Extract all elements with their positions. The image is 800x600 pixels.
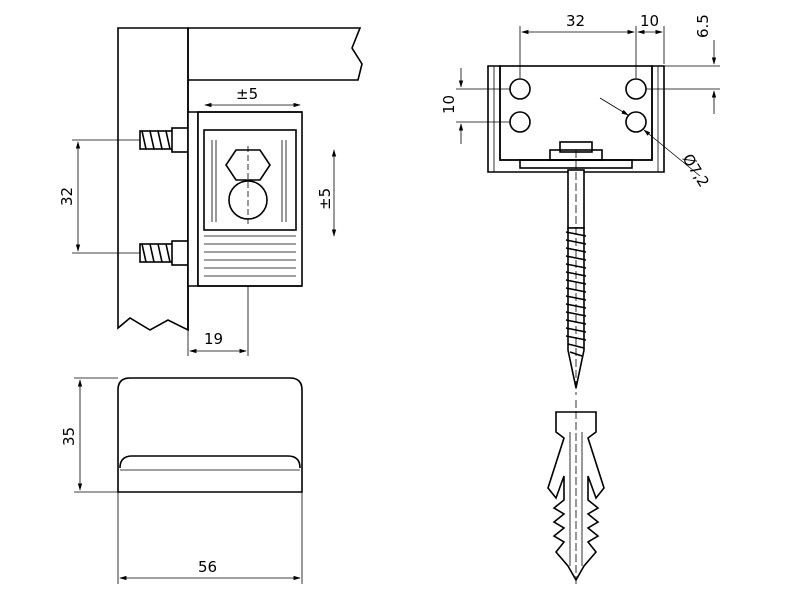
wall-screws xyxy=(139,127,189,266)
dim-hole-pitch: 32 xyxy=(519,12,637,78)
dim-hole-pitch-text: 32 xyxy=(566,12,585,30)
cover-cap xyxy=(117,377,303,493)
dim-vertical-pitch-text: 10 xyxy=(440,95,458,114)
dim-hole-diameter-text: Ø7,2 xyxy=(679,151,713,191)
dim-depth: 19 xyxy=(187,286,249,356)
dim-screw-pitch-text: 32 xyxy=(58,187,76,206)
hanger-body-section xyxy=(187,111,303,287)
long-screw xyxy=(565,150,587,395)
dim-edge-offset: 10 xyxy=(637,12,665,64)
screw-upper xyxy=(139,127,189,153)
dim-adjust-v-text: ±5 xyxy=(316,188,334,210)
screw-lower xyxy=(139,240,189,266)
dim-adjust-vertical: ±5 xyxy=(316,149,337,237)
dim-depth-text: 19 xyxy=(204,330,223,348)
dim-top-offset: 6.5 xyxy=(646,14,720,114)
dim-screw-pitch: 32 xyxy=(58,139,140,254)
dim-top-offset-text: 6.5 xyxy=(694,14,712,38)
dim-width: 56 xyxy=(117,492,303,584)
dim-height-text: 35 xyxy=(60,427,78,446)
dim-width-text: 56 xyxy=(198,558,217,576)
dim-vertical-pitch: 10 xyxy=(440,68,510,144)
wall-plug xyxy=(547,400,605,585)
dim-edge-offset-text: 10 xyxy=(640,12,659,30)
dim-height: 35 xyxy=(60,377,118,493)
dim-adjust-h-text: ±5 xyxy=(236,85,258,103)
dim-adjust-horizontal: ±5 xyxy=(204,85,301,108)
